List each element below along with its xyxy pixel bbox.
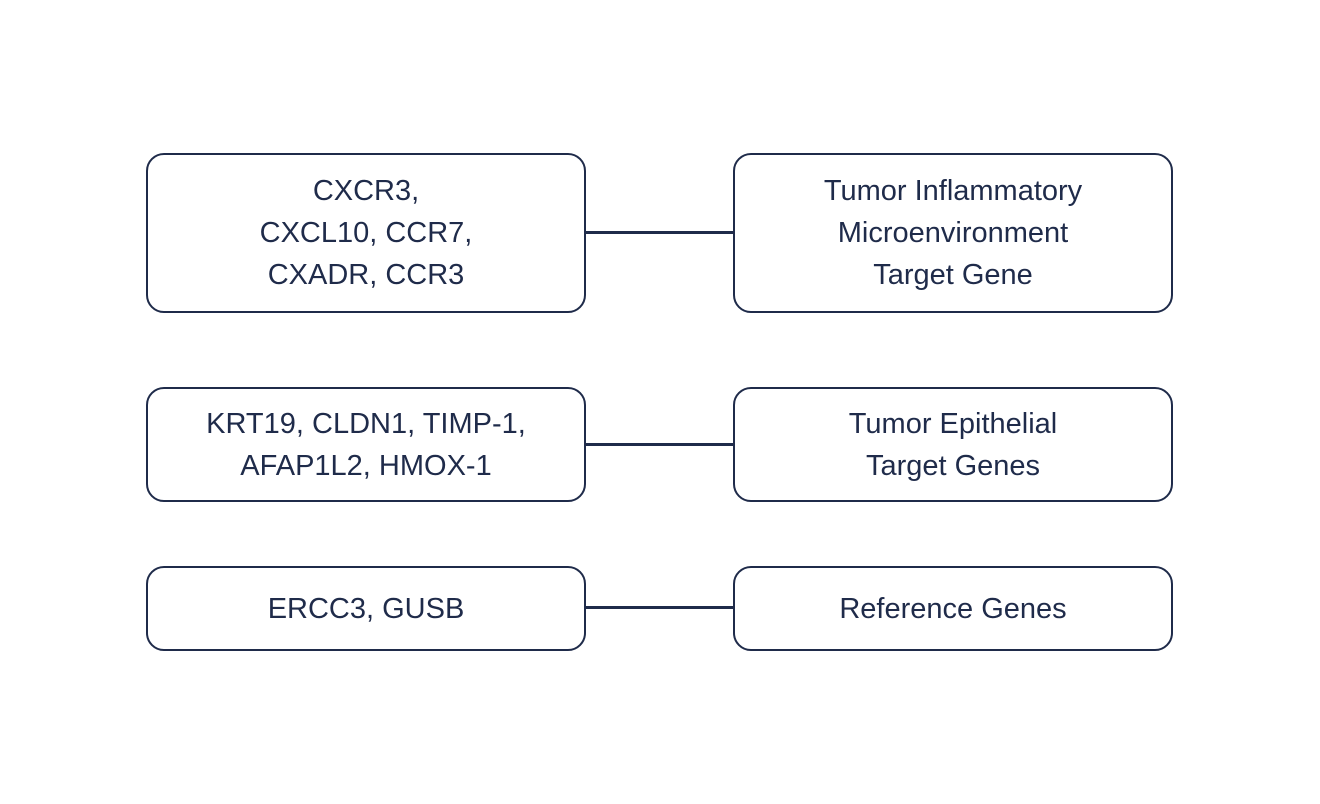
connector-line [586, 231, 733, 234]
category-line: Reference Genes [839, 592, 1067, 625]
connector-line [586, 606, 733, 609]
category-box-epithelial: Tumor Epithelial Target Genes [733, 387, 1173, 502]
gene-box-inflammatory: CXCR3, CXCL10, CCR7, CXADR, CCR3 [146, 153, 586, 313]
category-line: Microenvironment [837, 217, 1069, 249]
connector-line [586, 443, 733, 446]
category-line: Target Gene [873, 259, 1033, 291]
gene-line: CXCL10, CCR7, [259, 217, 473, 249]
gene-line: ERCC3, GUSB [267, 592, 465, 625]
gene-box-reference: ERCC3, GUSB [146, 566, 586, 651]
gene-line: CXADR, CCR3 [267, 259, 465, 291]
category-line: Tumor Inflammatory [823, 175, 1083, 207]
category-line: Tumor Epithelial [848, 407, 1058, 440]
gene-line: AFAP1L2, HMOX-1 [240, 449, 492, 482]
gene-line: CXCR3, [312, 175, 420, 207]
category-box-inflammatory: Tumor Inflammatory Microenvironment Targ… [733, 153, 1173, 313]
category-box-reference: Reference Genes [733, 566, 1173, 651]
category-line: Target Genes [865, 449, 1041, 482]
gene-box-epithelial: KRT19, CLDN1, TIMP-1, AFAP1L2, HMOX-1 [146, 387, 586, 502]
gene-line: KRT19, CLDN1, TIMP-1, [206, 407, 526, 440]
